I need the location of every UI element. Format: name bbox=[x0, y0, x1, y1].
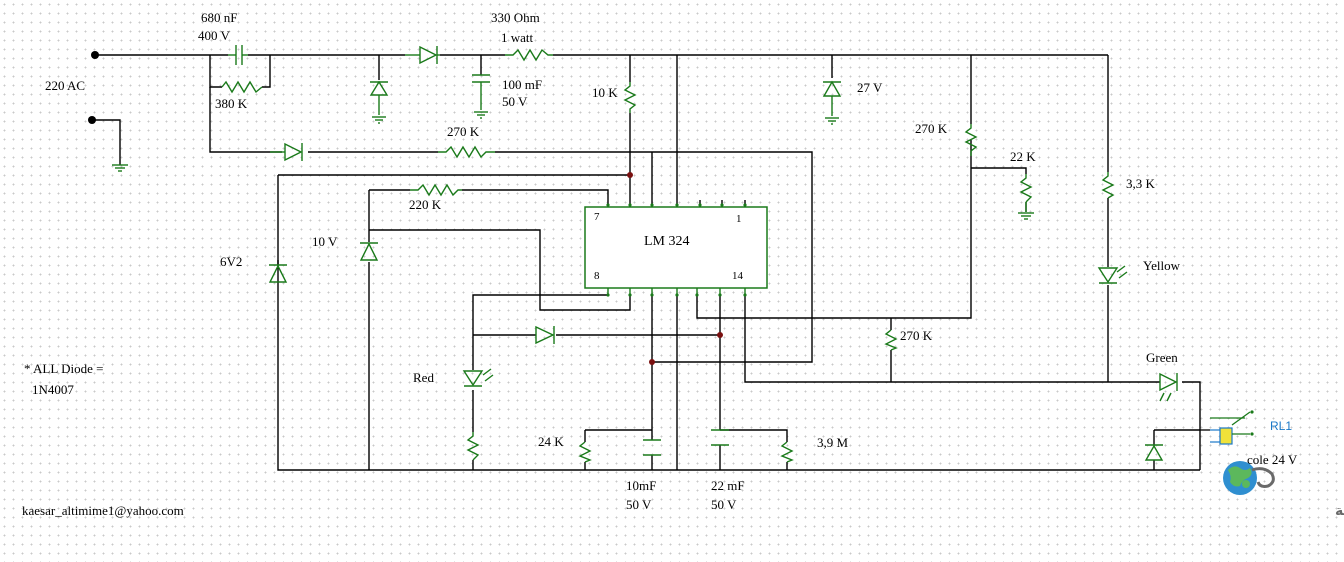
junction-dots bbox=[88, 51, 723, 365]
label-220ac: 220 AC bbox=[45, 78, 85, 93]
capacitor-22mf bbox=[711, 429, 729, 446]
label-res-24k: 24 K bbox=[538, 434, 564, 449]
label-coil: cole 24 V bbox=[1247, 452, 1298, 467]
resistor-3k3 bbox=[1101, 172, 1115, 199]
label-pin-7: 7 bbox=[594, 211, 600, 223]
relay-icon bbox=[1200, 410, 1254, 445]
diode-mid bbox=[270, 142, 303, 162]
label-res-380k: 380 K bbox=[215, 96, 248, 111]
label-cap-680nf: 680 nF bbox=[201, 10, 237, 25]
label-res-270k-right: 270 K bbox=[915, 121, 948, 136]
label-led-yellow: Yellow bbox=[1143, 258, 1181, 273]
resistor-330ohm bbox=[505, 48, 553, 62]
label-relay: RL1 bbox=[1270, 419, 1292, 433]
label-res-330ohm: 330 Ohm bbox=[491, 10, 540, 25]
led-green bbox=[1159, 372, 1178, 402]
label-diode-type: 1N4007 bbox=[32, 382, 74, 397]
resistor-220k bbox=[410, 183, 462, 197]
resistor-red-led bbox=[466, 432, 480, 461]
zener-6v2 bbox=[268, 264, 288, 283]
label-pin-8: 8 bbox=[594, 270, 600, 282]
resistor-270k-right bbox=[964, 124, 978, 156]
label-cap-10mf-v: 50 V bbox=[626, 497, 652, 512]
label-cap-50v: 50 V bbox=[502, 94, 528, 109]
resistor-22k bbox=[1018, 174, 1034, 220]
label-res-22k: 22 K bbox=[1010, 149, 1036, 164]
labels: 680 nF 400 V 330 Ohm 1 watt 220 AC 380 K… bbox=[22, 10, 1298, 518]
label-pin-1: 1 bbox=[736, 213, 742, 225]
zener-10v bbox=[359, 242, 379, 261]
ic-lm324 bbox=[584, 203, 768, 297]
capacitor-10mf bbox=[643, 439, 661, 456]
label-led-red: Red bbox=[413, 370, 434, 385]
resistor-270k-mid bbox=[884, 329, 898, 351]
resistor-3m9 bbox=[780, 441, 794, 463]
author-email: kaesar_altimime1@yahoo.com bbox=[22, 503, 184, 518]
label-zener-27v: 27 V bbox=[857, 80, 883, 95]
label-res-10k: 10 K bbox=[592, 85, 618, 100]
diode-relay bbox=[1144, 444, 1164, 461]
diode-red-branch bbox=[535, 325, 555, 345]
zener-bridge bbox=[369, 80, 389, 124]
led-red bbox=[462, 368, 494, 387]
label-ic-lm324: LM 324 bbox=[644, 234, 690, 249]
wires bbox=[95, 54, 1201, 471]
label-zener-6v2: 6V2 bbox=[220, 254, 242, 269]
label-cap-10mf: 10mF bbox=[626, 478, 656, 493]
capacitor-100mf bbox=[472, 74, 490, 119]
label-led-green: Green bbox=[1146, 350, 1178, 365]
led-yellow bbox=[1097, 265, 1128, 284]
logo-text: القرية الالكترونية bbox=[1335, 503, 1344, 519]
label-res-220k: 220 K bbox=[409, 197, 442, 212]
resistor-270k-upper bbox=[438, 145, 495, 159]
label-cap-100mf: 100 mF bbox=[502, 77, 542, 92]
label-res-270k-top: 270 K bbox=[447, 124, 480, 139]
capacitor-680nf bbox=[228, 45, 248, 65]
label-res-1watt: 1 watt bbox=[501, 30, 534, 45]
ground-ac bbox=[112, 164, 128, 172]
label-cap-22mf-v: 50 V bbox=[711, 497, 737, 512]
label-res-3m9: 3,9 M bbox=[817, 435, 849, 450]
label-res-270k-mid: 270 K bbox=[900, 328, 933, 343]
zener-27v bbox=[822, 80, 842, 125]
resistor-24k bbox=[578, 441, 592, 463]
resistor-10k bbox=[623, 82, 637, 113]
label-cap-22mf: 22 mF bbox=[711, 478, 745, 493]
diode-top bbox=[405, 45, 440, 65]
label-res-3k3: 3,3 K bbox=[1126, 176, 1156, 191]
label-cap-400v: 400 V bbox=[198, 28, 231, 43]
resistor-380k bbox=[221, 80, 263, 94]
label-diode-note: * ALL Diode = bbox=[24, 361, 103, 376]
label-zener-10v: 10 V bbox=[312, 234, 338, 249]
label-pin-14: 14 bbox=[732, 270, 744, 282]
globe-logo-icon bbox=[1223, 461, 1275, 495]
